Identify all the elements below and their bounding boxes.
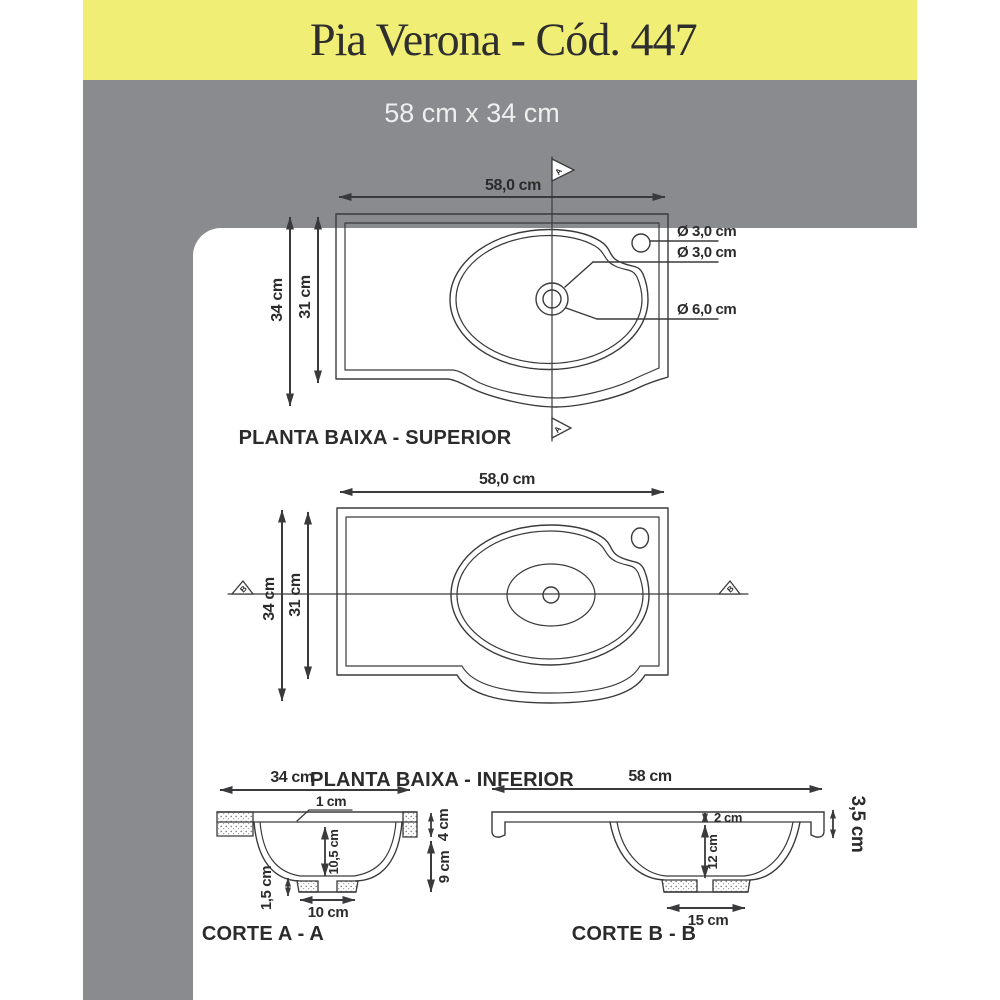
planta-superior-drawing: A A 58,0 cm Ø 3,0 cm Ø 3,0 cm Ø 6,0 cm 3…	[239, 156, 737, 449]
bowl-wall-right-outer	[355, 821, 403, 882]
width-dimension-label: 58,0 cm	[485, 177, 541, 194]
drain-step-left	[296, 880, 319, 893]
drain-step-right	[336, 880, 359, 893]
edge-hook-right	[810, 811, 825, 838]
sink-outline-outer	[336, 507, 669, 704]
drain-lip-label: 1,5 cm	[258, 866, 275, 910]
rim-thickness-label: 2 cm	[714, 810, 742, 825]
size-subtitle: 58 cm x 34 cm	[384, 98, 560, 128]
width-dimension-label: 34 cm	[270, 769, 314, 786]
drain-step-right	[712, 879, 751, 893]
drain-width-label: 10 cm	[308, 904, 349, 921]
basin-underside-inner	[456, 530, 644, 660]
section-letter-b-right: B	[725, 584, 736, 595]
drain-width-label: 15 cm	[688, 912, 729, 929]
rim-end-cap-right	[402, 811, 418, 838]
rim-callout-leader	[296, 809, 310, 822]
width-dimension-label: 58,0 cm	[479, 471, 535, 488]
overflow-leader-diagonal	[564, 261, 594, 288]
bowl-depth-label: 10,5 cm	[326, 830, 341, 875]
faucet-hole-label: Ø 3,0 cm	[677, 223, 736, 240]
planta-inferior-drawing: 58,0 cm B B 34 cm 31 cm PLANTA BAIXA - I…	[227, 471, 749, 791]
section-letter-a-top: A	[553, 166, 564, 176]
basin-underside-outer	[450, 524, 650, 666]
drain-leader-diagonal	[565, 307, 598, 320]
sink-outline-outer	[335, 213, 669, 408]
corte-b-drawing: 58 cm 2 cm 12 cm 3,5 cm 15 cm CORTE B - …	[491, 768, 868, 945]
planta-superior-title: PLANTA BAIXA - SUPERIOR	[239, 427, 512, 449]
edge-height-label: 3,5 cm	[847, 796, 868, 853]
width-dimension-label: 58 cm	[628, 768, 672, 785]
depth-inner-dimension-label: 31 cm	[287, 573, 304, 617]
faucet-hole-circle	[630, 527, 650, 549]
corte-a-drawing: 34 cm 1 cm 10,5 cm 1,5 cm 10 cm 4 cm 9	[202, 769, 453, 945]
bowl-wall-left-outer	[253, 821, 300, 882]
edge-hook-left	[491, 811, 506, 838]
apron-height-label: 4 cm	[435, 809, 452, 842]
bowl-depth-label: 12 cm	[705, 835, 720, 870]
corte-a-title: CORTE A - A	[202, 923, 324, 945]
corte-b-title: CORTE B - B	[572, 923, 696, 945]
faucet-hole-circle	[631, 233, 651, 253]
rim-thickness-label: 1 cm	[316, 793, 346, 809]
depth-outer-dimension-label: 34 cm	[269, 278, 286, 322]
page-title: Pia Verona - Cód. 447	[309, 14, 698, 66]
drain-circle-outer	[535, 282, 569, 316]
overflow-hole-label: Ø 3,0 cm	[677, 244, 736, 261]
section-flag-a-bottom	[551, 416, 573, 440]
bowl-wall-right-outer	[749, 821, 801, 881]
drain-circle	[542, 586, 560, 604]
section-letter-a-bottom: A	[552, 424, 563, 434]
depth-inner-dimension-label: 31 cm	[297, 275, 314, 319]
basin-outline-inner	[455, 234, 643, 365]
sink-outline-inner	[344, 222, 660, 399]
section-flag-a-top	[551, 157, 576, 183]
section-flag-b-right	[717, 579, 742, 595]
sink-outline-inner	[345, 516, 660, 694]
drain-circle-inner	[542, 289, 562, 309]
basin-outline-outer	[449, 228, 649, 371]
rim-end-cap-left	[216, 811, 254, 837]
section-flag-b-left	[230, 579, 255, 595]
planta-inferior-title: PLANTA BAIXA - INFERIOR	[310, 769, 574, 791]
section-letter-b-left: B	[238, 584, 249, 595]
drain-step-left	[661, 879, 698, 893]
total-height-label: 9 cm	[436, 851, 453, 884]
header-band: Pia Verona - Cód. 447	[83, 0, 917, 80]
drain-label: Ø 6,0 cm	[677, 301, 736, 318]
bowl-wall-left-outer	[609, 821, 665, 881]
depth-outer-dimension-label: 34 cm	[261, 577, 278, 621]
drain-recess-ellipse	[506, 563, 596, 627]
